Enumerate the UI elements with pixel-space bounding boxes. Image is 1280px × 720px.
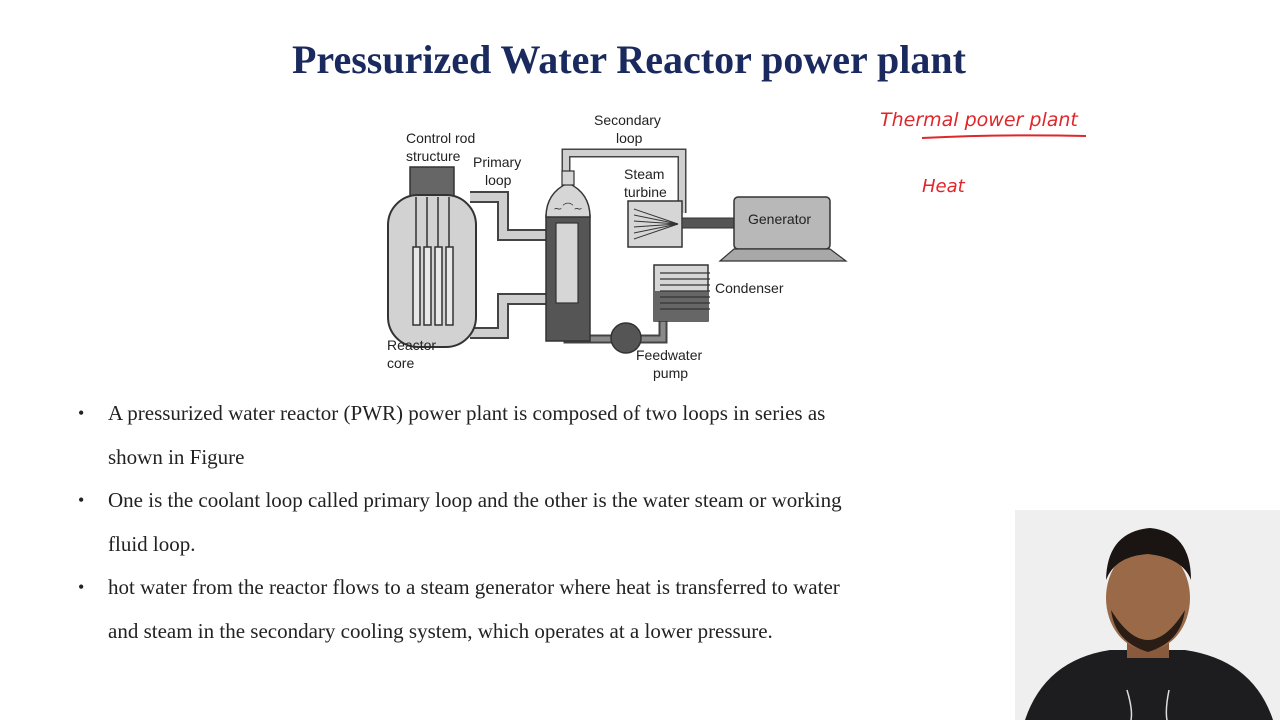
control-rod-structure	[409, 166, 455, 198]
bullet-marker: •	[78, 403, 85, 423]
primary-loop-pipe-top	[470, 191, 550, 241]
bullet-line: fluid loop.	[108, 531, 196, 556]
pwr-diagram: ~⌒~ Control ro	[378, 105, 858, 390]
annotation-underline	[921, 134, 1087, 139]
bullet-line: shown in Figure	[108, 444, 245, 469]
bullet-line: hot water from the reactor flows to a st…	[108, 575, 840, 599]
handwritten-annotations: Thermal power plant Heat	[872, 96, 1122, 206]
feedwater-pump	[610, 322, 642, 354]
annotation-thermal-power-plant: Thermal power plant	[880, 109, 1079, 131]
annotation-svg: Thermal power plant Heat	[880, 109, 1087, 197]
primary-loop-pipe-bottom	[470, 293, 550, 339]
bullet-line: One is the coolant loop called primary l…	[108, 488, 842, 512]
label-turbine: turbine	[624, 184, 667, 200]
label-core: core	[387, 355, 414, 371]
label-secondary-loop: loop	[616, 130, 643, 146]
bullet-list: • A pressurized water reactor (PWR) powe…	[78, 392, 1018, 653]
bullet-line: and steam in the secondary cooling syste…	[108, 618, 773, 643]
presenter-image	[1015, 510, 1280, 720]
control-rods	[412, 197, 454, 326]
label-pump: pump	[653, 365, 688, 381]
label-secondary: Secondary	[594, 112, 661, 128]
bullet-marker: •	[78, 577, 85, 597]
bullet-item: • One is the coolant loop called primary…	[78, 479, 1018, 566]
label-reactor: Reactor	[387, 337, 436, 353]
label-generator: Generator	[748, 211, 811, 227]
label-structure: structure	[406, 148, 461, 164]
bullet-item: • hot water from the reactor flows to a …	[78, 566, 1018, 653]
label-primary-loop: loop	[485, 172, 512, 188]
bullet-item: • A pressurized water reactor (PWR) powe…	[78, 392, 1018, 479]
label-condenser: Condenser	[715, 280, 784, 296]
bullet-line: A pressurized water reactor (PWR) power …	[108, 401, 826, 425]
slide-title: Pressurized Water Reactor power plant	[292, 37, 966, 82]
label-feedwater: Feedwater	[636, 347, 702, 363]
bullet-marker: •	[78, 490, 85, 510]
label-steam: Steam	[624, 166, 664, 182]
presenter-webcam	[1015, 510, 1280, 720]
annotation-heat: Heat	[922, 176, 966, 197]
pwr-diagram-svg: ~⌒~ Control ro	[387, 112, 848, 381]
svg-text:~⌒~: ~⌒~	[553, 202, 582, 215]
label-primary: Primary	[473, 154, 521, 170]
label-control-rod: Control rod	[406, 130, 475, 146]
reactor-vessel	[387, 194, 477, 348]
